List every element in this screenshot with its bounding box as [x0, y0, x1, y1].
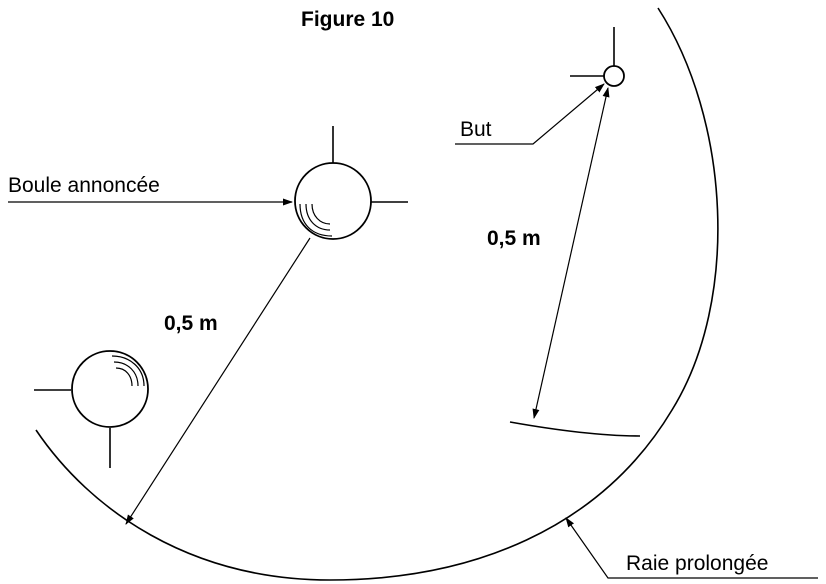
label-extended-line: Raie prolongée — [626, 552, 768, 575]
other-ball — [34, 350, 149, 468]
distance-arrow-left — [125, 237, 311, 525]
label-distance-left: 0,5 m — [164, 312, 218, 335]
announced-ball — [294, 126, 408, 240]
inner-arc — [509, 421, 641, 437]
distance-arrow-right — [532, 87, 610, 419]
label-announced-ball: Boule annoncée — [8, 174, 160, 197]
label-distance-right: 0,5 m — [487, 227, 541, 250]
outer-arc — [35, 7, 719, 581]
jack — [570, 27, 625, 87]
label-jack: But — [460, 118, 492, 141]
pointer-extended-line — [565, 517, 818, 579]
figure-title: Figure 10 — [301, 8, 394, 31]
